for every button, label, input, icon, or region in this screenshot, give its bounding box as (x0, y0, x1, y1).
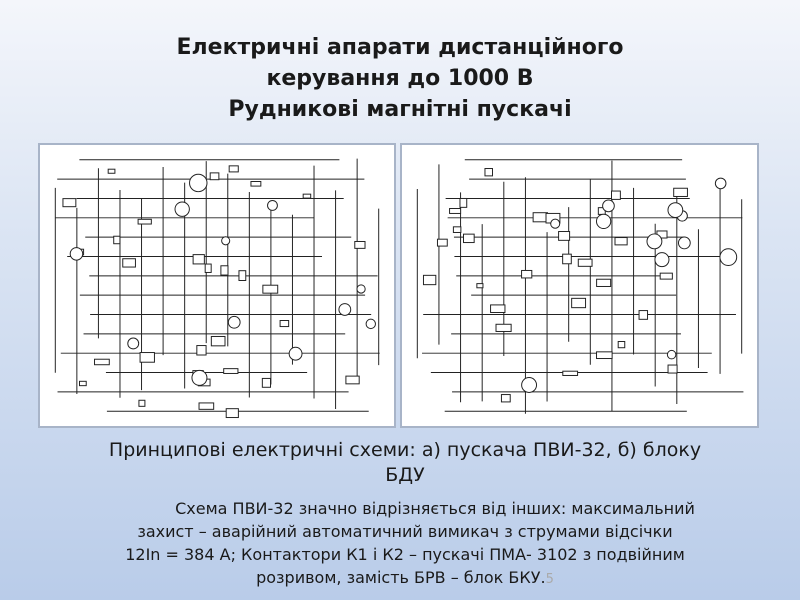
body-line-4: розривом, замість БРВ – блок БКУ. (256, 568, 546, 587)
schematic-pvi32 (38, 143, 396, 428)
caption-line-2: БДУ (385, 464, 425, 486)
title-line-2: керування до 1000 В (266, 66, 534, 91)
body-line-3: 12In = 384 А; Контактори К1 і К2 – пуска… (125, 545, 685, 564)
schematic-bdu (400, 143, 759, 428)
page-number: 5 (545, 572, 554, 587)
figure-caption: Принципові електричні схеми: а) пускача … (40, 438, 770, 488)
slide-title: Електричні апарати дистанційного керуван… (0, 32, 800, 125)
body-text: Схема ПВИ-32 значно відрізняється від ін… (40, 497, 770, 591)
body-line-2: захист – аварійний автоматичний вимикач … (137, 522, 673, 541)
body-line-1: Схема ПВИ-32 значно відрізняється від ін… (175, 499, 695, 518)
title-line-3: Рудникові магнітні пускачі (228, 97, 572, 122)
title-line-1: Електричні апарати дистанційного (176, 35, 624, 60)
caption-line-1: Принципові електричні схеми: а) пускача … (108, 439, 702, 461)
